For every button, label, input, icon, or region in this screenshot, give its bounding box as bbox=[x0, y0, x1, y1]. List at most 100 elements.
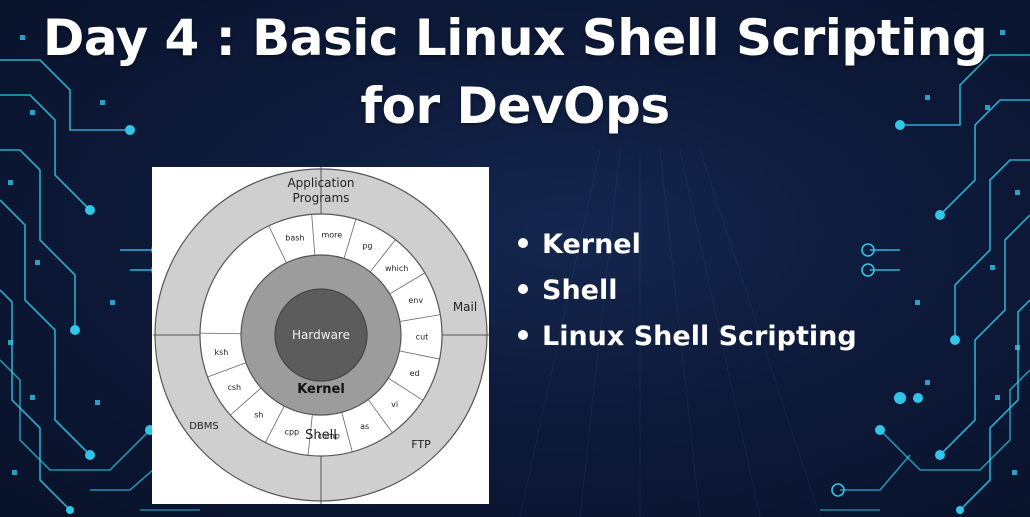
circuit-pad bbox=[1015, 190, 1020, 195]
circuit-pad bbox=[110, 300, 115, 305]
circuit-trace bbox=[879, 369, 1030, 471]
circuit-trace bbox=[0, 149, 76, 330]
background-line bbox=[579, 149, 621, 517]
bullet-icon bbox=[518, 329, 528, 340]
circuit-pad bbox=[30, 395, 35, 400]
shell-slot-divider bbox=[265, 405, 285, 443]
circuit-node bbox=[950, 335, 960, 345]
circuit-node bbox=[935, 210, 945, 220]
circuit-node bbox=[935, 450, 945, 460]
circuit-pad bbox=[1015, 345, 1020, 350]
topic-item-kernel: Kernel bbox=[518, 222, 857, 268]
circuit-trace bbox=[954, 159, 1030, 340]
circuit-node bbox=[894, 392, 906, 404]
background-line bbox=[519, 149, 601, 517]
linux-architecture-diagram: Application Programs Mail DBMS FTP bash m… bbox=[152, 167, 489, 504]
shell-command-cut: cut bbox=[416, 333, 429, 342]
background-line bbox=[679, 149, 761, 517]
shell-command-csh: csh bbox=[227, 383, 241, 392]
topic-label: Linux Shell Scripting bbox=[542, 321, 857, 352]
shell-slot-divider bbox=[341, 412, 353, 452]
circuit-pad bbox=[990, 265, 995, 270]
dbms-label: DBMS bbox=[189, 421, 219, 432]
hardware-label: Hardware bbox=[292, 328, 350, 342]
application-programs-label-1: Application bbox=[287, 176, 354, 190]
circuit-trace bbox=[939, 99, 1030, 216]
shell-command-sh: sh bbox=[254, 411, 263, 420]
topic-item-shell: Shell bbox=[518, 268, 857, 314]
shell-command-bash: bash bbox=[285, 233, 304, 242]
circuit-pad bbox=[95, 400, 100, 405]
circuit-pad bbox=[30, 110, 35, 115]
shell-slot-divider bbox=[367, 399, 393, 433]
circuit-pad bbox=[100, 100, 105, 105]
shell-command-pg: pg bbox=[362, 241, 372, 250]
shell-slot-divider bbox=[207, 362, 247, 378]
shell-command-as: as bbox=[360, 422, 369, 431]
page-title: Day 4 : Basic Linux Shell Scripting for … bbox=[0, 4, 1030, 140]
circuit-trace bbox=[0, 289, 71, 511]
circuit-pad bbox=[8, 180, 13, 185]
circuit-trace bbox=[959, 299, 1030, 511]
circuit-pad bbox=[20, 35, 25, 40]
circuit-pad bbox=[985, 105, 990, 110]
shell-slot-divider bbox=[369, 239, 396, 273]
circuit-node bbox=[895, 120, 905, 130]
application-programs-label-2: Programs bbox=[293, 191, 350, 205]
circuit-node bbox=[861, 243, 875, 257]
circuit-trace bbox=[840, 454, 911, 491]
circuit-trace bbox=[0, 359, 151, 471]
architecture-rings: Application Programs Mail DBMS FTP bash m… bbox=[152, 167, 489, 504]
circuit-pad bbox=[925, 95, 930, 100]
shell-slot-divider bbox=[389, 272, 426, 295]
background-line bbox=[699, 149, 821, 517]
circuit-node bbox=[956, 506, 964, 514]
shell-label: Shell bbox=[305, 428, 337, 443]
ftp-label: FTP bbox=[411, 438, 431, 451]
circuit-pad bbox=[1000, 30, 1005, 35]
shell-slot-divider bbox=[388, 377, 424, 401]
topic-label: Shell bbox=[542, 275, 618, 306]
shell-command-more: more bbox=[321, 231, 342, 240]
circuit-pad bbox=[925, 380, 930, 385]
shell-slot-divider bbox=[311, 214, 316, 256]
circuit-node bbox=[85, 205, 95, 215]
shell-slot-divider bbox=[343, 219, 357, 259]
shell-slot-divider bbox=[268, 225, 287, 264]
circuit-pad bbox=[8, 340, 13, 345]
circuit-trace bbox=[0, 94, 91, 211]
circuit-trace bbox=[900, 54, 1030, 126]
circuit-node bbox=[831, 483, 845, 497]
shell-slot-divider bbox=[230, 387, 262, 416]
shell-command-cpp: cpp bbox=[285, 428, 300, 437]
mail-label: Mail bbox=[453, 300, 477, 314]
title-line-2: for DevOps bbox=[360, 77, 670, 135]
title-line-1: Day 4 : Basic Linux Shell Scripting bbox=[42, 9, 988, 67]
circuit-pad bbox=[1012, 470, 1017, 475]
topic-list: Kernel Shell Linux Shell Scripting bbox=[518, 222, 857, 360]
circuit-node bbox=[66, 506, 74, 514]
circuit-node bbox=[861, 263, 875, 277]
shell-slot-divider bbox=[399, 314, 441, 322]
circuit-node bbox=[913, 393, 923, 403]
shell-slot-divider bbox=[399, 350, 440, 360]
circuit-node bbox=[85, 450, 95, 460]
bullet-icon bbox=[518, 237, 528, 248]
shell-command-comp: comp bbox=[318, 432, 340, 441]
circuit-node bbox=[70, 325, 80, 335]
circuit-trace bbox=[0, 199, 91, 456]
shell-command-ksh: ksh bbox=[215, 348, 229, 357]
shell-command-env: env bbox=[408, 296, 423, 305]
circuit-trace bbox=[939, 214, 1030, 456]
circuit-pad bbox=[915, 300, 920, 305]
bullet-icon bbox=[518, 283, 528, 294]
topic-label: Kernel bbox=[542, 229, 641, 260]
circuit-pad bbox=[995, 395, 1000, 400]
circuit-pad bbox=[35, 260, 40, 265]
kernel-label: Kernel bbox=[297, 382, 345, 397]
shell-slot-divider bbox=[200, 332, 242, 335]
shell-slot-divider bbox=[307, 414, 313, 456]
background-line bbox=[659, 149, 701, 517]
circuit-pad bbox=[12, 470, 17, 475]
shell-command-vi: vi bbox=[391, 400, 398, 409]
